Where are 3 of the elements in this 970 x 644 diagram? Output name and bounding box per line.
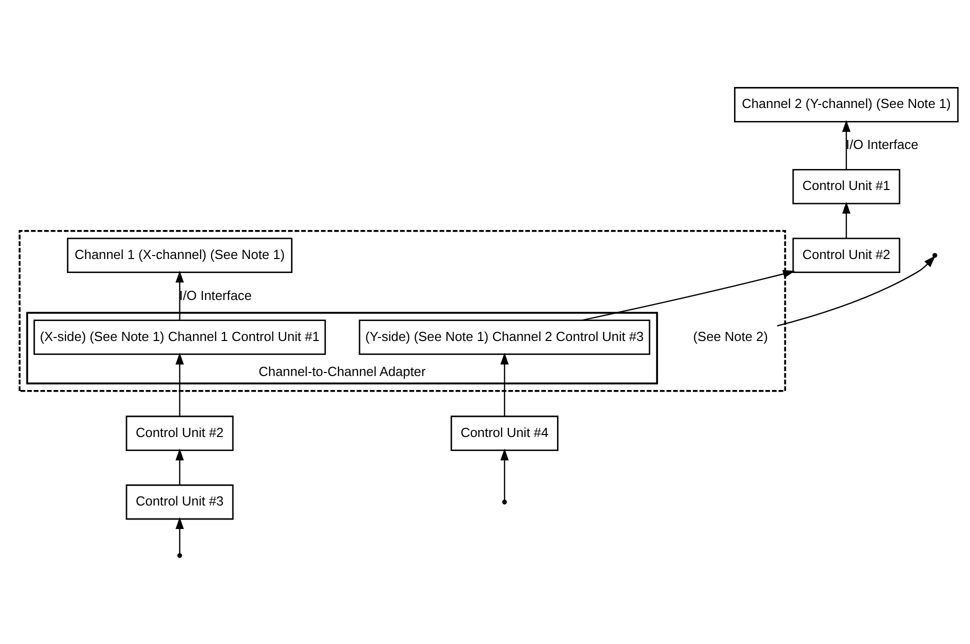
edge-label: I/O Interface bbox=[846, 136, 918, 152]
node-text: (See Note 2) bbox=[693, 328, 768, 344]
edge-label: I/O Interface bbox=[179, 287, 252, 302]
